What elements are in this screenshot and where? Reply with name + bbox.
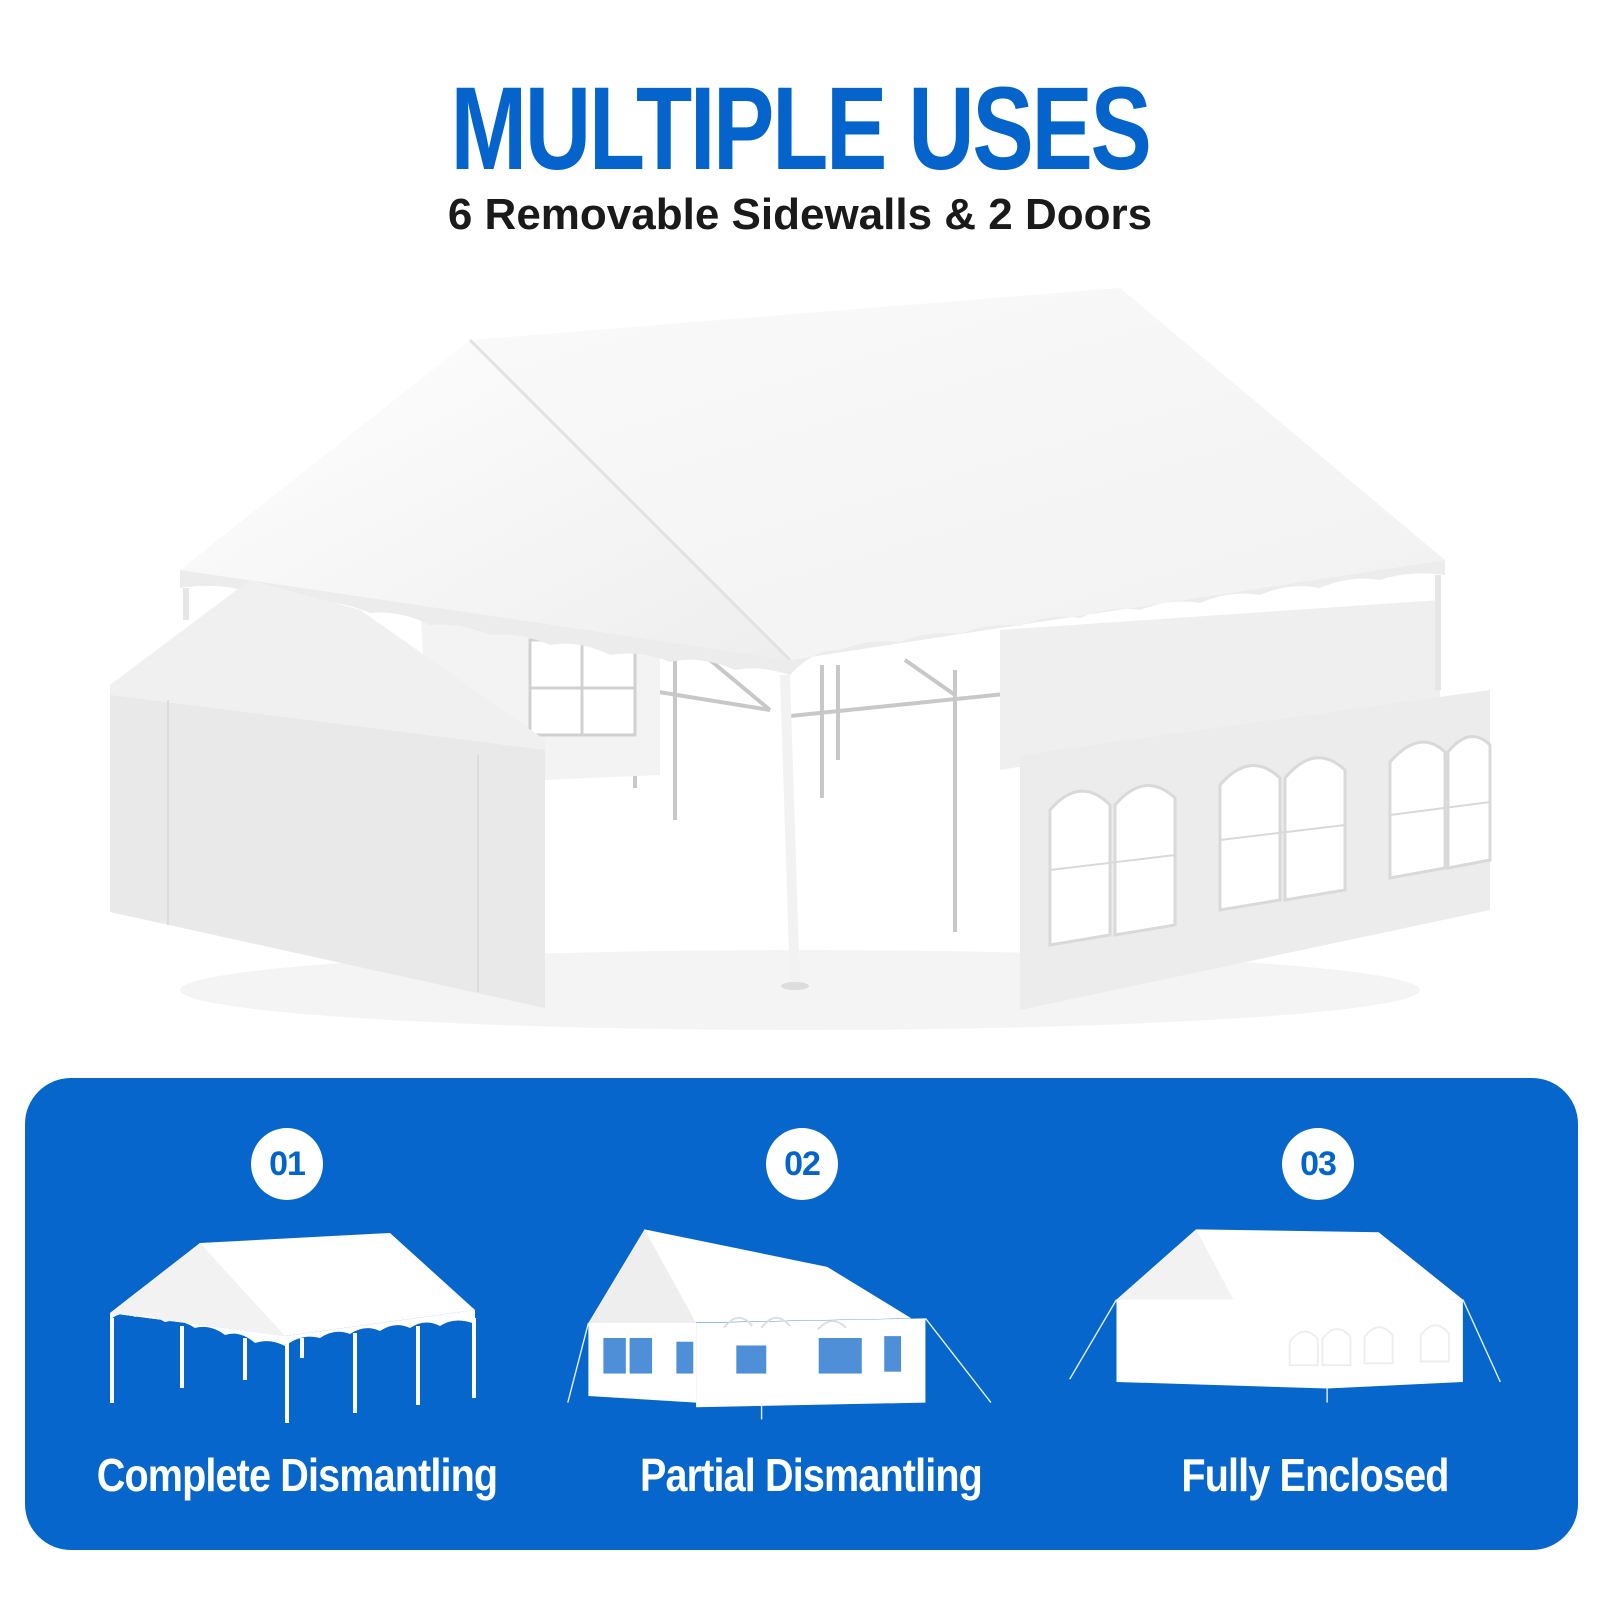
mode-number-badge-2: 02 — [766, 1128, 838, 1200]
enclosed-tent-icon — [1069, 1229, 1501, 1403]
hero-sidewall-windows — [1048, 735, 1492, 947]
usage-modes-panel: 01 02 03 — [25, 1078, 1578, 1550]
mode-label-fully-enclosed: Fully Enclosed — [1181, 1449, 1449, 1501]
mode-label-complete-dismantling: Complete Dismantling — [96, 1449, 498, 1501]
hero-tent-illustration — [110, 288, 1492, 1030]
open-canopy-tent-icon — [110, 1233, 476, 1423]
partial-walls-tent-icon — [567, 1229, 992, 1420]
mode-number-badge-3: 03 — [1282, 1128, 1354, 1200]
page-title: MULTIPLE USES — [450, 63, 1151, 195]
mode-label-partial-dismantling: Partial Dismantling — [640, 1449, 983, 1501]
mode-number-badge-1: 01 — [251, 1128, 323, 1200]
page-subtitle: 6 Removable Sidewalls & 2 Doors — [447, 190, 1153, 239]
